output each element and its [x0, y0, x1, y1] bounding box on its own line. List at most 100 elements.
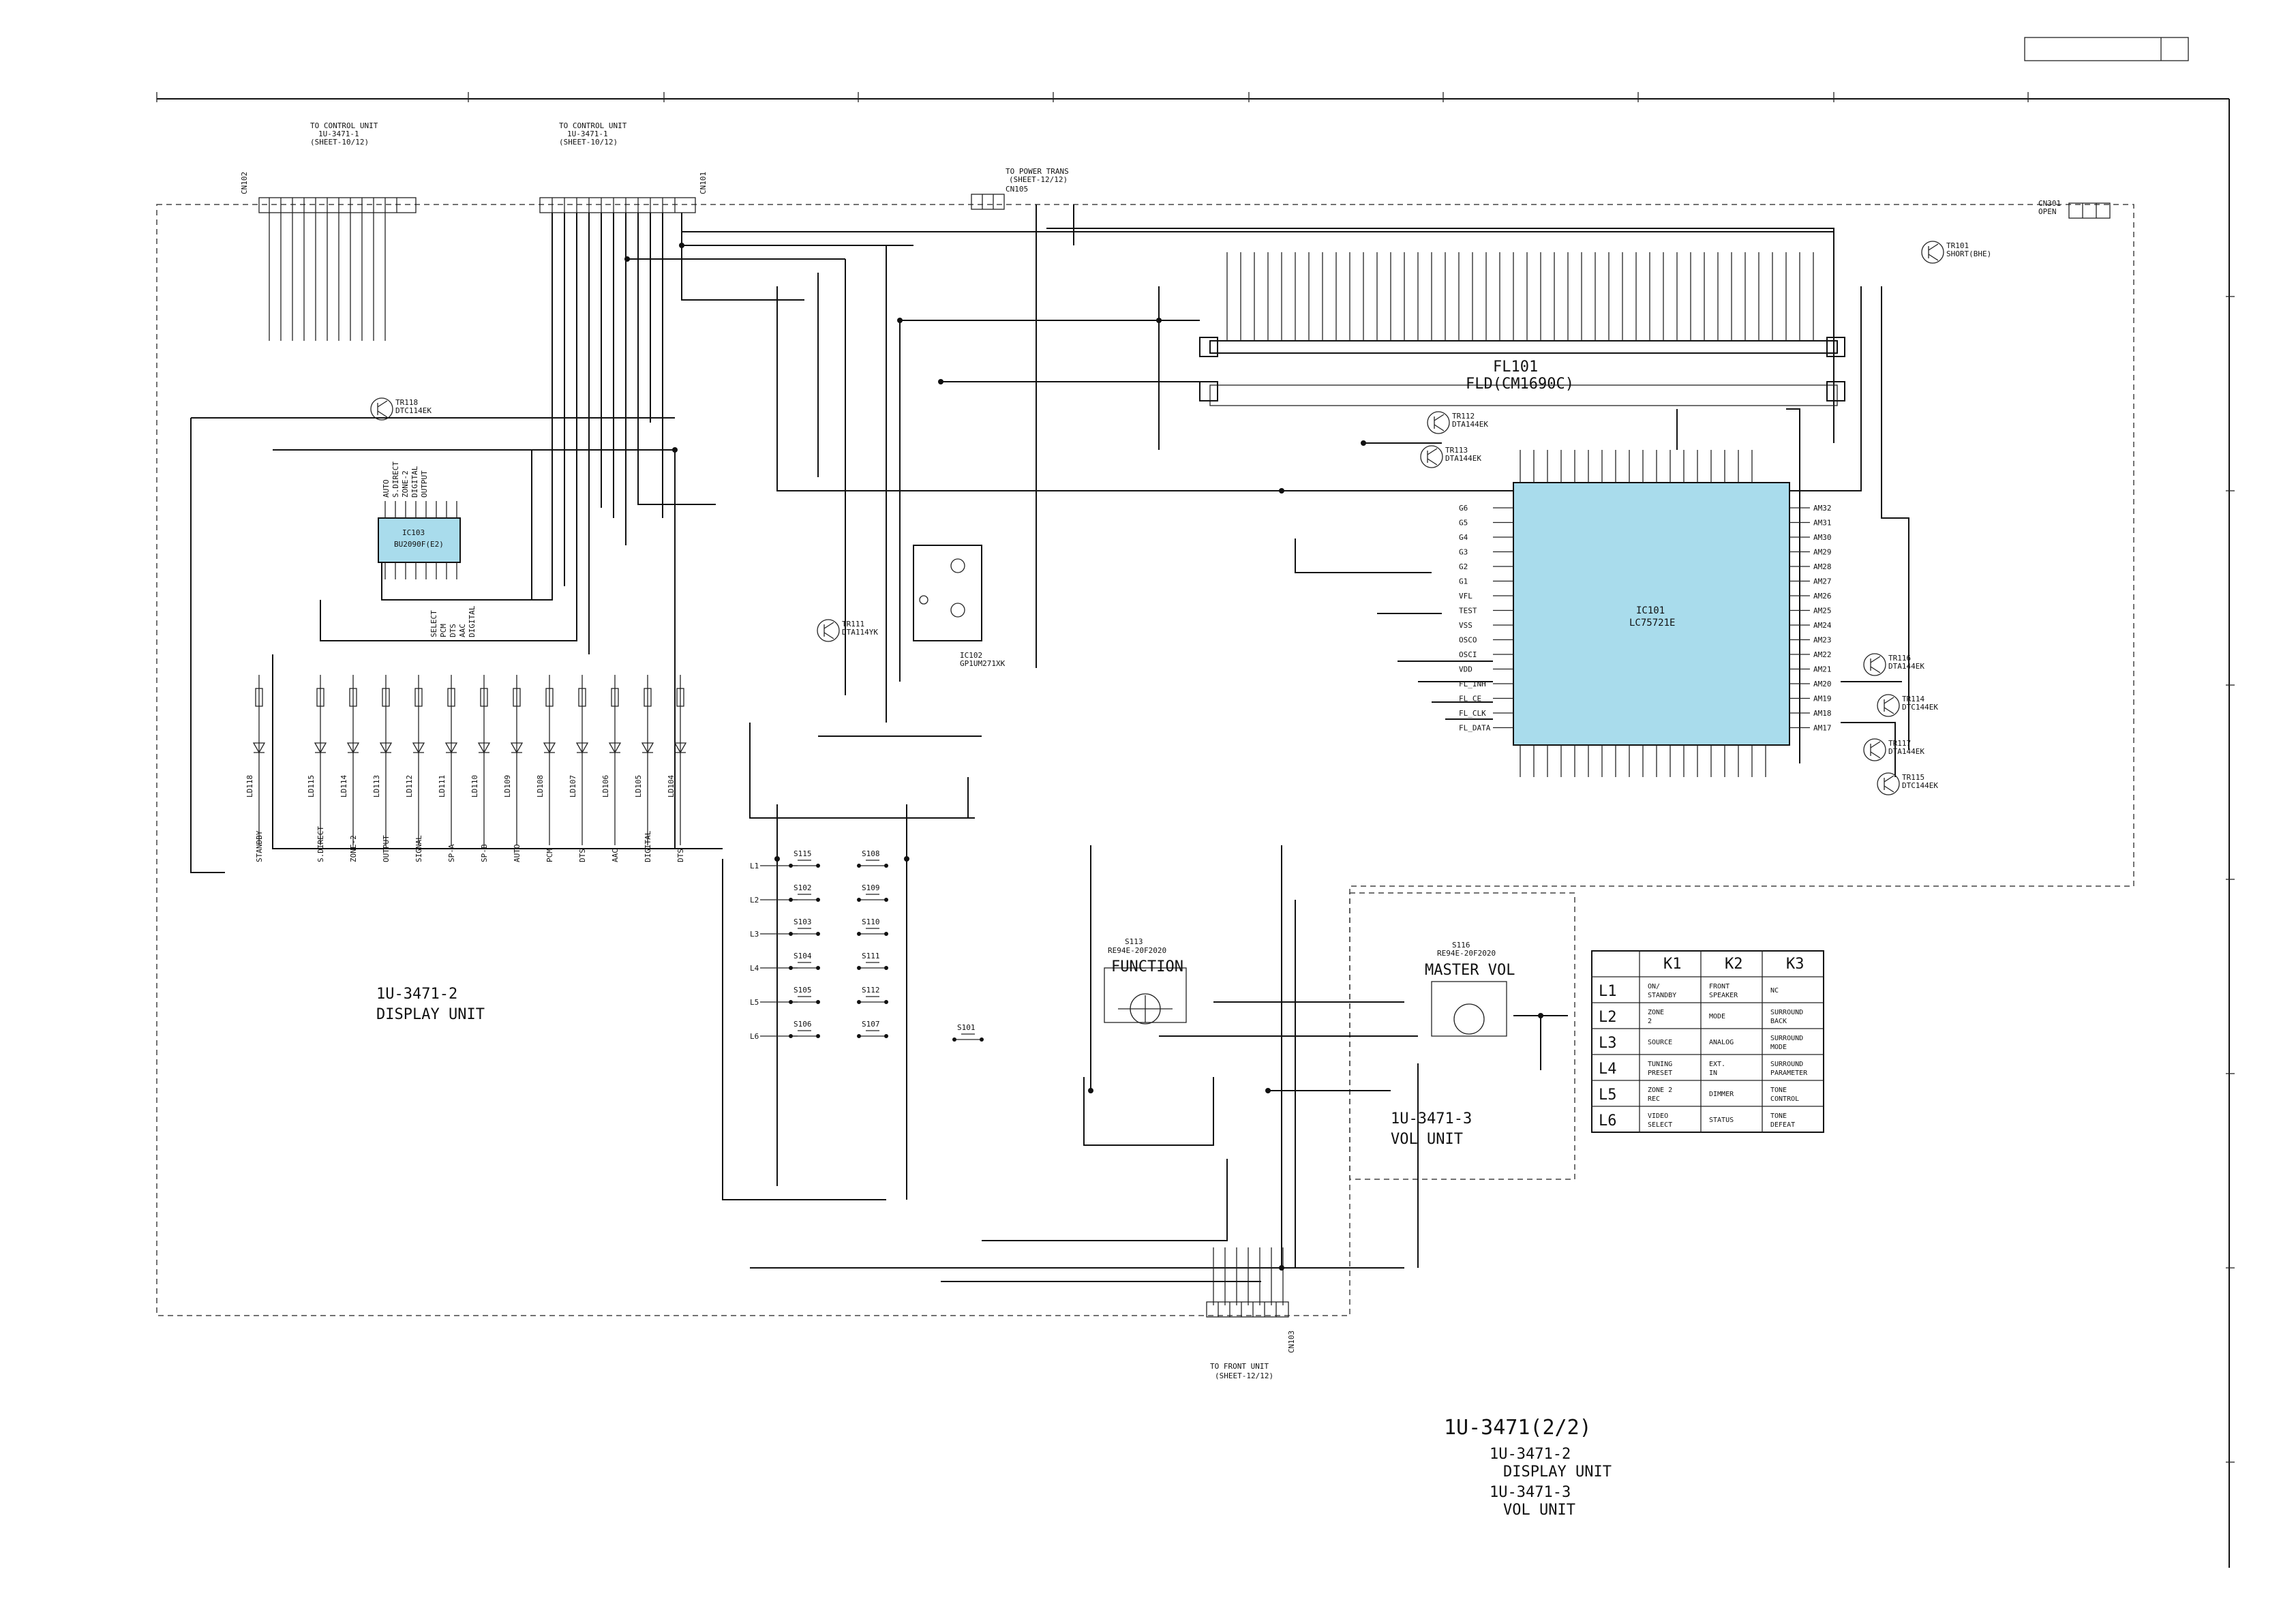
matrix-header: K2	[1725, 956, 1743, 973]
matrix-row-label: L5	[1599, 1087, 1617, 1104]
matrix-cell: IN	[1709, 1070, 1717, 1077]
led-label: PCM	[545, 849, 554, 862]
led-label: STANDBY	[255, 830, 264, 862]
cn101-dest-2: 1U-3471-1	[567, 130, 608, 138]
cn105-ref: CN105	[1006, 185, 1028, 194]
transistor-part: DTC114EK	[395, 406, 432, 415]
matrix-cell: SELECT	[1648, 1121, 1672, 1129]
cn101-dest-3: (SHEET-10/12)	[559, 138, 618, 147]
ic101-pin-right: AM27	[1813, 577, 1832, 586]
ic101-pin-right: AM19	[1813, 695, 1832, 703]
ic101-pin-right: AM31	[1813, 519, 1832, 528]
matrix-cell: NC	[1770, 987, 1779, 995]
fl101: FL101 FLD(CM1690C)	[1199, 252, 1845, 406]
matrix-cell: SURROUND	[1770, 1035, 1803, 1042]
led-label: AUTO	[513, 845, 522, 863]
cn301-note: OPEN	[2038, 207, 2057, 216]
transistor-ref: TR115	[1902, 773, 1924, 782]
matrix-cell: BACK	[1770, 1018, 1787, 1025]
page-frame	[156, 92, 2235, 1568]
ic101-pin-right: AM18	[1813, 709, 1832, 718]
ic101-pin-left: FL_INH	[1459, 680, 1486, 688]
matrix-cell: TONE	[1770, 1087, 1787, 1094]
function-encoder-ref: S113	[1125, 937, 1143, 946]
ic103-pin-label: DIGITAL	[410, 466, 419, 498]
matrix-cell: ON/	[1648, 983, 1660, 990]
switch: S115	[789, 849, 820, 868]
switch: S102	[789, 883, 820, 902]
ic103-pin-label: AUTO	[382, 480, 391, 498]
ic101-pin-left: FL_DATA	[1459, 724, 1491, 733]
junctions	[624, 243, 1543, 1271]
led-ref: LD113	[372, 775, 381, 798]
switch-ref: S103	[794, 917, 812, 926]
switch-ref: S102	[794, 883, 812, 892]
transistor-part: DTA144EK	[1888, 662, 1924, 671]
matrix-cell: DIMMER	[1709, 1091, 1734, 1098]
led-label: DTS	[578, 849, 587, 862]
switch: S106	[789, 1020, 820, 1038]
transistors: TR118DTC114EKTR112DTA144EKTR113DTA144EKT…	[370, 241, 1991, 795]
transistor-part: DTC144EK	[1902, 703, 1938, 712]
ic103-pin-label: OUTPUT	[420, 470, 429, 498]
matrix-cell: PARAMETER	[1770, 1070, 1808, 1077]
ic101-ref: IC101	[1636, 605, 1665, 616]
transistor-part: DTA144EK	[1445, 454, 1481, 463]
matrix-header: K1	[1663, 956, 1682, 973]
matrix-cell: SURROUND	[1770, 1009, 1803, 1016]
ic101: IC101 LC75721E G6G5G4G3G2G1VFLTESTVSSOSC…	[1459, 450, 1832, 777]
connector-cn301: CN301 OPEN	[2038, 199, 2111, 219]
matrix-cell: PRESET	[1648, 1070, 1672, 1077]
matrix-cell: SURROUND	[1770, 1061, 1803, 1068]
matrix-cell: CONTROL	[1770, 1095, 1799, 1103]
led-ref: LD104	[667, 775, 676, 798]
ic101-pin-left: VFL	[1459, 592, 1472, 601]
led-label: DTS	[676, 849, 685, 862]
switch-ref: S105	[794, 986, 812, 995]
ic101-pin-left: FL_CE	[1459, 695, 1481, 703]
led-label: S.DIRECT	[316, 826, 325, 862]
cn101-ref: CN101	[699, 172, 708, 194]
matrix-cell: MODE	[1709, 1013, 1725, 1020]
transistor-ref: TR111	[842, 620, 864, 628]
sheet-title: 1U-3471(2/2) 1U-3471-2 DISPLAY UNIT 1U-3…	[1444, 1416, 1612, 1519]
cn102-dest-3: (SHEET-10/12)	[310, 138, 369, 147]
ic101-pin-right: AM30	[1813, 533, 1832, 542]
row-label: L1	[750, 862, 759, 870]
matrix-row-label: L2	[1599, 1009, 1617, 1026]
matrix-cell: VIDEO	[1648, 1112, 1668, 1120]
led-ref: LD105	[634, 775, 643, 798]
row-label: L3	[750, 930, 759, 939]
fl101-part: FLD(CM1690C)	[1466, 376, 1574, 393]
ic101-pin-right: AM20	[1813, 680, 1832, 688]
master-encoder-ref: S116	[1452, 941, 1470, 950]
transistor-part: SHORT(BHE)	[1946, 249, 1991, 258]
led-label: SIGNAL	[414, 835, 423, 862]
encoder-master-vol: S116 RE94E-20F2020 MASTER VOL	[1425, 941, 1515, 1037]
led-label: OUTPUT	[382, 835, 391, 862]
ic101-pin-left: G5	[1459, 519, 1468, 528]
row-label: L6	[750, 1032, 759, 1041]
cn102-ref: CN102	[240, 172, 249, 194]
switch-ref: S115	[794, 849, 812, 858]
matrix-row-label: L6	[1599, 1112, 1617, 1129]
transistor-part: DTA114YK	[842, 628, 878, 637]
cn301-ref: CN301	[2038, 199, 2061, 208]
ic101-pin-left: OSCO	[1459, 636, 1477, 645]
ic101-pin-right: AM24	[1813, 621, 1832, 630]
ic102: IC102 GP1UM271XK	[913, 545, 1006, 668]
